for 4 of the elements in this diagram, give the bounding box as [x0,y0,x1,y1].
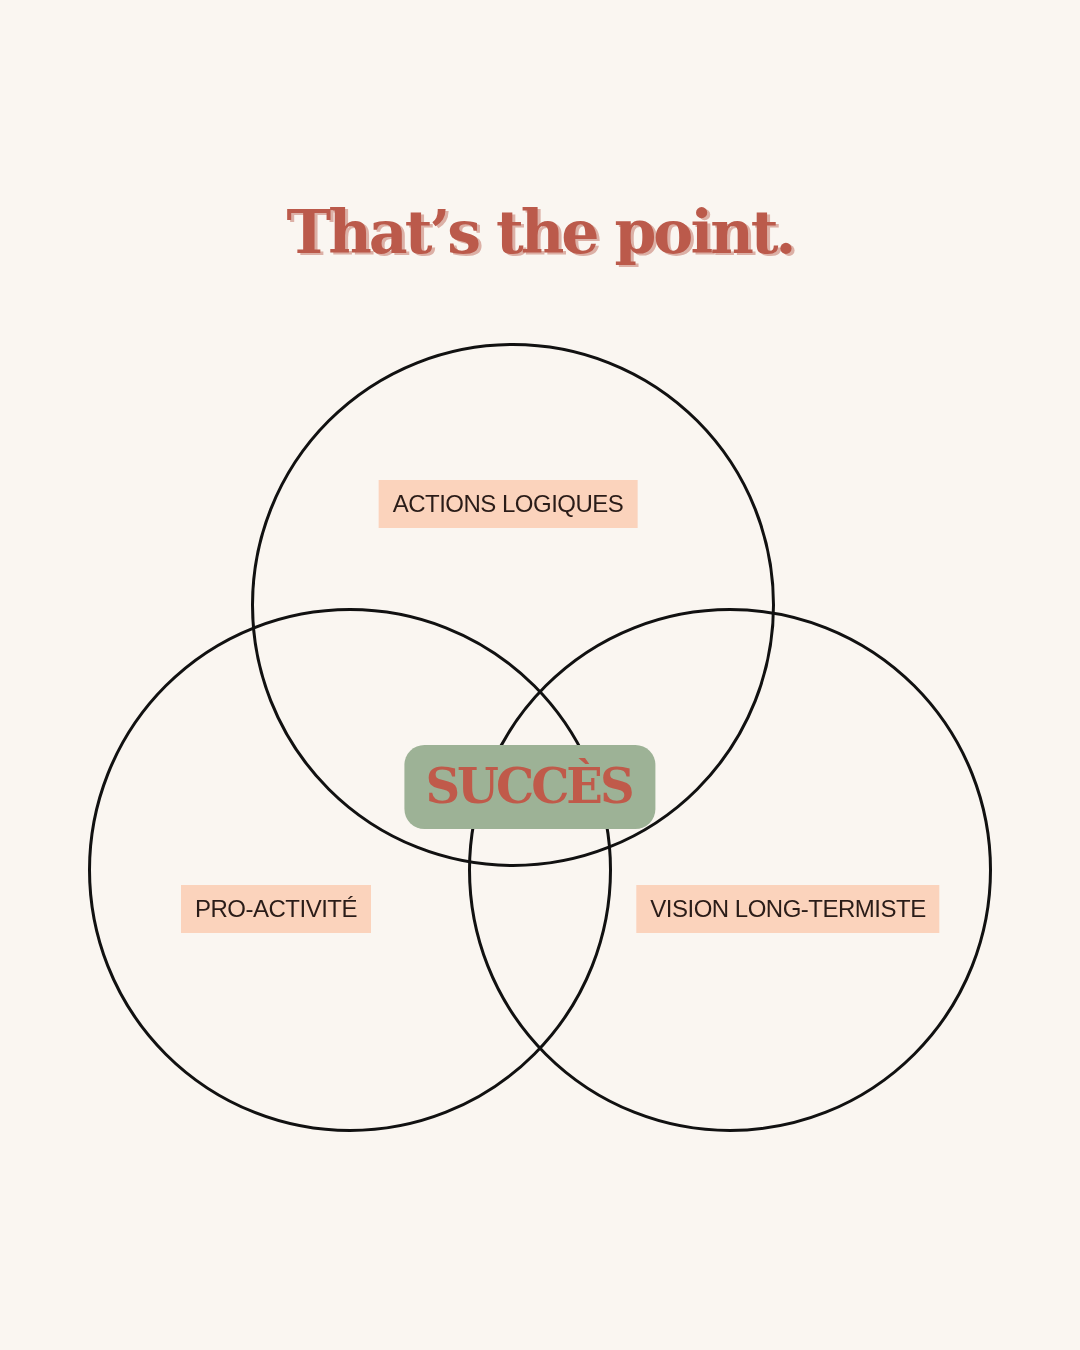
highlighted-label: ACTIONS LOGIQUES [378,480,638,528]
highlighted-label: PRO-ACTIVITÉ [181,885,371,933]
highlighted-label: VISION LONG-TERMISTE [636,885,940,933]
title: That’s the point. [286,196,794,268]
